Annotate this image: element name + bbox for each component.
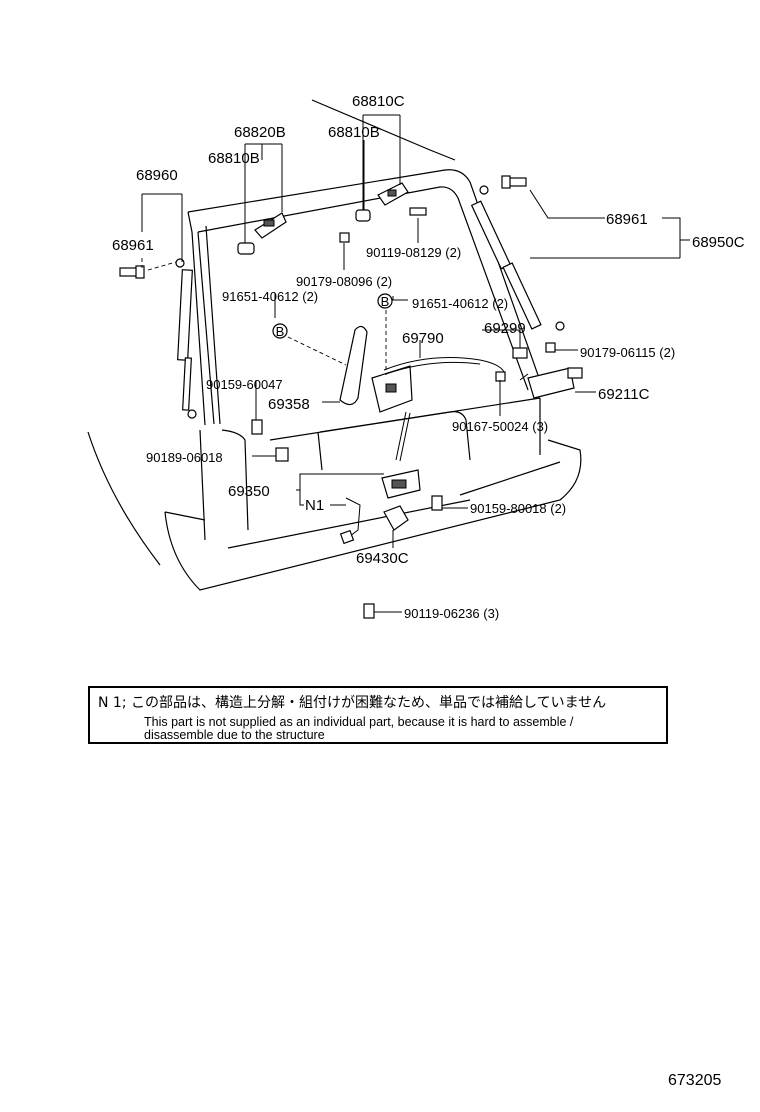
label-69358: 69358 [268,396,310,413]
hinge-left [254,212,287,239]
marker-b-label: B [276,324,285,339]
diagram-code: 673205 [668,1072,722,1089]
label-68810B-right: 68810B [328,124,380,141]
label-90119-08129: 90119-08129 (2) [366,245,461,260]
hinge-cap-left [237,242,255,255]
label-68820B: 68820B [234,124,286,141]
label-90159-80018: 90159-80018 (2) [470,501,566,516]
nut-90179-08096 [339,232,350,243]
left-gas-strut [175,258,197,419]
label-68950C: 68950C [692,234,745,251]
screw-90167-50024 [495,371,506,382]
marker-b-label: B [381,294,390,309]
right-gas-strut [470,185,565,331]
screw-90159-80018 [431,495,443,511]
label-68961-right: 68961 [606,211,648,228]
ball-stud-right [501,175,527,189]
label-69790: 69790 [402,330,444,347]
label-90167-50024: 90167-50024 (3) [452,419,548,434]
hinge-right [377,182,409,206]
label-90189-06018: 90189-06018 [146,450,223,465]
ball-stud-left [119,265,145,279]
label-68960: 68960 [136,167,178,184]
lock-rod [395,411,407,461]
handle-69358 [339,325,368,406]
label-91651-40612-right: 91651-40612 (2) [412,296,508,311]
label-68961-left: 68961 [112,237,154,254]
leader-lines [141,114,690,613]
latch-69350 [381,469,421,499]
part-number-labels: 68810C 68820B 68810B 68810B 68960 68961 … [112,93,745,621]
label-90119-06236: 90119-06236 (3) [404,606,499,621]
bolt-90119-06236 [363,603,375,619]
hinge-cap-right [355,209,371,222]
label-91651-40612-left: 91651-40612 (2) [222,289,318,304]
label-N1: N1 [305,497,324,514]
note-english-line1: This part is not supplied as an individu… [144,715,574,729]
marker-b-circle [272,323,288,339]
label-68810C: 68810C [352,93,405,110]
nut-90179-06115 [545,342,556,353]
label-69430C: 69430C [356,550,409,567]
label-90179-06115: 90179-06115 (2) [580,345,675,360]
clip-69299 [512,347,528,359]
label-90179-08096: 90179-08096 (2) [296,274,392,289]
marker-b-group: B B [272,293,393,339]
label-68810B-left: 68810B [208,150,260,167]
lock-assembly-69790 [371,357,505,413]
lock-cylinder-69211C [519,367,583,399]
label-90159-60047: 90159-60047 [206,377,283,392]
note-english-line2: disassemble due to the structure [144,728,325,742]
marker-b-circle [377,293,393,309]
parts-drawings [119,175,583,619]
note-japanese: N 1; この部品は、構造上分解・組付けが困難なため、単品では補給していません [98,695,607,711]
screw-90159-60047 [251,419,263,435]
vehicle-body-outline [87,99,582,591]
label-69299: 69299 [484,320,526,337]
clip-90189-06018 [275,447,289,462]
note-box: N 1; この部品は、構造上分解・組付けが困難なため、単品では補給していません … [88,686,668,744]
label-69350: 69350 [228,483,270,500]
striker-69430C [383,505,409,531]
label-69211C: 69211C [598,386,650,403]
bolt-90119-08129 [409,207,427,216]
